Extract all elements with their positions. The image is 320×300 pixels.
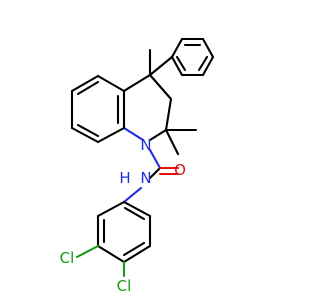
- atom-labels: N H N O Cl Cl: [60, 136, 186, 295]
- bond-aryl-6: [122, 200, 152, 218]
- bond-c3-c2: [164, 97, 173, 132]
- atom-label-cl-meta: Cl: [60, 249, 75, 267]
- bond-c2-methyl-b: [164, 128, 180, 156]
- phenyl-ring-top: [170, 37, 215, 77]
- bond-c-cl-meta: [75, 244, 100, 259]
- fused-benzene-ring: [70, 74, 126, 144]
- bond-aryl-1: [96, 200, 126, 218]
- bond-nh-aryl: [122, 186, 143, 204]
- bond-phenyl-inner-2: [197, 55, 209, 72]
- atom-label-cl-para: Cl: [117, 277, 132, 295]
- carboxamide-group: [122, 148, 180, 204]
- bond-benz-inner-3: [76, 80, 100, 96]
- bond-benz-3: [70, 126, 100, 144]
- bond-aryl-3: [96, 244, 126, 264]
- atom-label-amide-n: N: [140, 169, 151, 187]
- bond-benz-6: [96, 74, 126, 93]
- bond-benz-inner-2: [76, 123, 100, 138]
- bond-aryl-inner-2: [122, 241, 146, 257]
- bond-phenyl-inner-3: [175, 55, 187, 72]
- bond-c4-c3: [148, 73, 173, 101]
- bond-phenyl-1: [170, 37, 184, 59]
- atom-label-carbonyl-o: O: [174, 161, 186, 179]
- bond-phenyl-3: [201, 37, 215, 59]
- bond-phenyl-6: [170, 55, 184, 77]
- bond-c2-n: [148, 128, 168, 142]
- molecule-structure-diagram: N H N O Cl Cl: [60, 37, 215, 295]
- quaternary-carbon-group: [122, 48, 174, 101]
- dichlorophenyl-ring: [75, 200, 152, 278]
- bond-benz-2: [96, 126, 126, 144]
- bond-c4-phenyl: [148, 55, 174, 77]
- atom-label-amide-h: H: [119, 169, 130, 187]
- bond-phenyl-4: [201, 55, 215, 77]
- bond-aryl-inner-3: [123, 206, 146, 221]
- bond-n-carbonyl: [148, 148, 162, 170]
- dihydro-ring: [122, 97, 198, 156]
- bond-benz-5: [70, 74, 100, 93]
- bond-carbonyl-c: [148, 166, 162, 180]
- bond-n-c8a: [122, 126, 145, 142]
- atom-label-ring-n: N: [140, 136, 151, 154]
- bond-aryl-4: [122, 244, 152, 264]
- bond-c4-c4a: [122, 73, 152, 93]
